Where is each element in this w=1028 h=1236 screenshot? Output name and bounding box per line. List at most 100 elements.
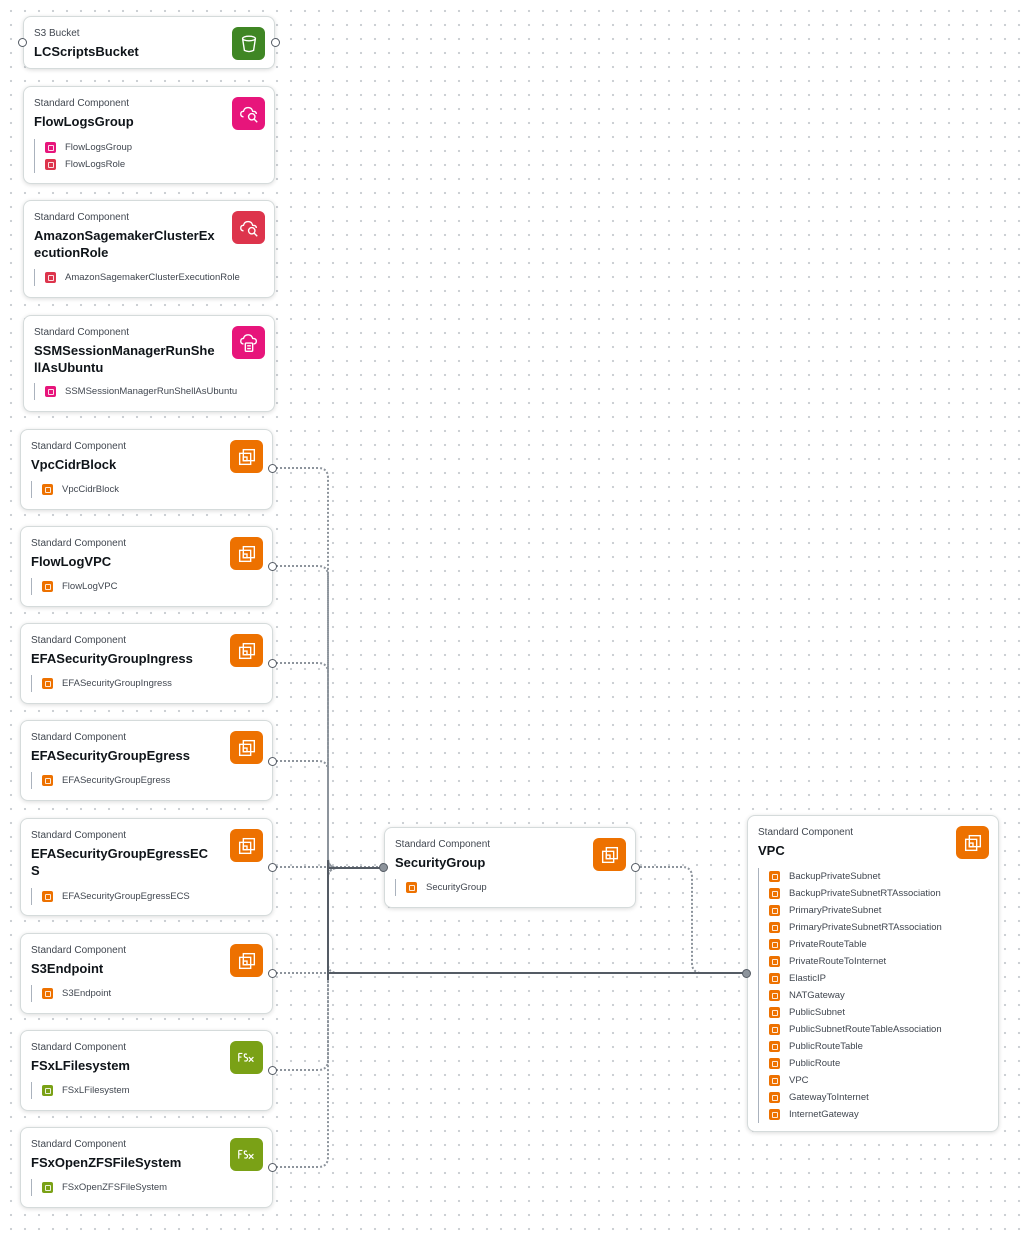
- resource-item[interactable]: BackupPrivateSubnet: [769, 868, 942, 885]
- resource-label: SSMSessionManagerRunShellAsUbuntu: [65, 386, 238, 397]
- resource-list: SSMSessionManagerRunShellAsUbuntu: [34, 383, 237, 400]
- resource-list: FlowLogVPC: [31, 578, 117, 595]
- resource-label: PrivateRouteTable: [789, 939, 867, 950]
- port-securitygroup-out[interactable]: [631, 863, 640, 872]
- iam-role-icon: [45, 272, 56, 283]
- resource-label: PrimaryPrivateSubnetRTAssociation: [789, 922, 942, 933]
- resource-item[interactable]: EFASecurityGroupEgress: [42, 772, 170, 789]
- resource-label: EFASecurityGroupEgress: [62, 775, 171, 786]
- subnet-icon: [769, 1007, 780, 1018]
- resource-item[interactable]: FlowLogVPC: [42, 578, 117, 595]
- node-efaegress[interactable]: Standard Component EFASecurityGroupEgres…: [20, 720, 273, 801]
- node-ssmsession[interactable]: Standard Component SSMSessionManagerRunS…: [23, 315, 275, 412]
- resource-item[interactable]: PublicRoute: [769, 1055, 942, 1072]
- resource-item[interactable]: PublicSubnetRouteTableAssociation: [769, 1021, 942, 1038]
- route-icon: [769, 1058, 780, 1069]
- ssm-document-icon: [232, 326, 265, 359]
- resource-item[interactable]: NATGateway: [769, 987, 942, 1004]
- resource-label: BackupPrivateSubnetRTAssociation: [789, 888, 941, 899]
- resource-label: S3Endpoint: [62, 988, 112, 999]
- port-efaingress-out[interactable]: [268, 659, 277, 668]
- node-name: S3Endpoint: [31, 961, 104, 976]
- resource-list: AmazonSagemakerClusterExecutionRole: [34, 269, 240, 286]
- resource-item[interactable]: FlowLogsRole: [45, 156, 132, 173]
- route-icon: [769, 956, 780, 967]
- resource-item[interactable]: VPC: [769, 1072, 942, 1089]
- node-type-label: Standard Component: [34, 327, 130, 338]
- iam-role-icon: [45, 159, 56, 170]
- resource-item[interactable]: BackupPrivateSubnetRTAssociation: [769, 885, 942, 902]
- node-flowlogsgroup[interactable]: Standard Component FlowLogsGroup FlowLog…: [23, 86, 275, 184]
- resource-label: EFASecurityGroupIngress: [62, 678, 172, 689]
- resource-list: S3Endpoint: [31, 985, 111, 1002]
- node-efaingress[interactable]: Standard Component EFASecurityGroupIngre…: [20, 623, 273, 704]
- resource-item[interactable]: AmazonSagemakerClusterExecutionRole: [45, 269, 240, 286]
- resource-item[interactable]: FlowLogsGroup: [45, 139, 132, 156]
- ec2-icon: [230, 944, 263, 977]
- resource-item[interactable]: EFASecurityGroupEgressECS: [42, 888, 190, 905]
- resource-item[interactable]: InternetGateway: [769, 1106, 942, 1123]
- resource-item[interactable]: FSxOpenZFSFileSystem: [42, 1179, 167, 1196]
- node-securitygroup[interactable]: Standard Component SecurityGroup Securit…: [384, 827, 636, 908]
- node-name: EFASecurityGroupEgress: [31, 748, 190, 763]
- node-name: SecurityGroup: [395, 855, 486, 870]
- fsx-resource-icon: [42, 1182, 53, 1193]
- resource-item[interactable]: FSxLFilesystem: [42, 1082, 130, 1099]
- resource-item[interactable]: SecurityGroup: [406, 879, 487, 896]
- route-table-icon: [769, 1041, 780, 1052]
- node-flowlogvpc[interactable]: Standard Component FlowLogVPC FlowLogVPC: [20, 526, 273, 607]
- resource-list: EFASecurityGroupEgress: [31, 772, 170, 789]
- port-fsxl-out[interactable]: [268, 1066, 277, 1075]
- vpc-resource-icon: [769, 1075, 780, 1086]
- node-efaegressecs[interactable]: Standard Component EFASecurityGroupEgres…: [20, 818, 273, 916]
- edge-fsxzfs: [272, 867, 384, 1168]
- node-name: FlowLogVPC: [31, 554, 112, 569]
- resource-item[interactable]: PrimaryPrivateSubnet: [769, 902, 942, 919]
- resource-list: FSxOpenZFSFileSystem: [31, 1179, 167, 1196]
- resource-item[interactable]: VpcCidrBlock: [42, 481, 119, 498]
- resource-item[interactable]: S3Endpoint: [42, 985, 111, 1002]
- security-group-icon: [406, 882, 417, 893]
- port-lcscripts-right[interactable]: [271, 38, 280, 47]
- port-vpc-in[interactable]: [742, 969, 751, 978]
- subnet-icon: [769, 871, 780, 882]
- port-vpccidrblock-out[interactable]: [268, 464, 277, 473]
- resource-item[interactable]: PrivateRouteToInternet: [769, 953, 942, 970]
- ec2-icon: [593, 838, 626, 871]
- node-lcscriptsbucket[interactable]: S3 Bucket LCScriptsBucket: [23, 16, 275, 69]
- resource-label: PrimaryPrivateSubnet: [789, 905, 882, 916]
- resource-label: InternetGateway: [789, 1109, 859, 1120]
- port-flowlogvpc-out[interactable]: [268, 562, 277, 571]
- resource-label: AmazonSagemakerClusterExecutionRole: [65, 272, 240, 283]
- resource-item[interactable]: ElasticIP: [769, 970, 942, 987]
- port-efaegressecs-out[interactable]: [268, 863, 277, 872]
- resource-item[interactable]: PublicSubnet: [769, 1004, 942, 1021]
- resource-item[interactable]: SSMSessionManagerRunShellAsUbuntu: [45, 383, 237, 400]
- resource-label: EFASecurityGroupEgressECS: [62, 891, 190, 902]
- node-vpccidrblock[interactable]: Standard Component VpcCidrBlock VpcCidrB…: [20, 429, 273, 510]
- iam-role-icon: [232, 211, 265, 244]
- resource-label: FlowLogVPC: [62, 581, 118, 592]
- node-name: EFASecurityGroupIngress: [31, 651, 193, 666]
- resource-item[interactable]: PrivateRouteTable: [769, 936, 942, 953]
- node-type-label: S3 Bucket: [34, 28, 80, 39]
- port-lcscripts-left[interactable]: [18, 38, 27, 47]
- node-name: LCScriptsBucket: [34, 44, 139, 59]
- resource-label: ElasticIP: [789, 973, 826, 984]
- resource-item[interactable]: EFASecurityGroupIngress: [42, 675, 172, 692]
- port-fsxzfs-out[interactable]: [268, 1163, 277, 1172]
- port-efaegress-out[interactable]: [268, 757, 277, 766]
- node-s3endpoint[interactable]: Standard Component S3Endpoint S3Endpoint: [20, 933, 273, 1014]
- node-vpc[interactable]: Standard Component VPC BackupPrivateSubn…: [747, 815, 999, 1132]
- resource-list: BackupPrivateSubnet BackupPrivateSubnetR…: [758, 868, 942, 1123]
- resource-item[interactable]: GatewayToInternet: [769, 1089, 942, 1106]
- node-fsxopenzfs[interactable]: Standard Component FSxOpenZFSFileSystem …: [20, 1127, 273, 1208]
- port-s3endpoint-out[interactable]: [268, 969, 277, 978]
- node-sagemakerrole[interactable]: Standard Component AmazonSagemakerCluste…: [23, 200, 275, 298]
- node-type-label: Standard Component: [31, 441, 127, 452]
- port-securitygroup-in[interactable]: [379, 863, 388, 872]
- edge-flowlogvpc: [272, 565, 746, 974]
- resource-item[interactable]: PrimaryPrivateSubnetRTAssociation: [769, 919, 942, 936]
- resource-item[interactable]: PublicRouteTable: [769, 1038, 942, 1055]
- node-fsxlfilesystem[interactable]: Standard Component FSxLFilesystem FSxLFi…: [20, 1030, 273, 1111]
